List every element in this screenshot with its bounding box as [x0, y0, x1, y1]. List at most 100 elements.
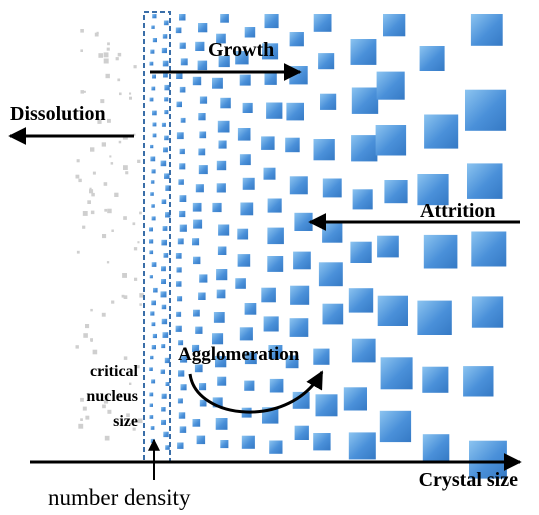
crystal-square	[163, 72, 168, 78]
crystal-square	[351, 135, 378, 162]
crystal-square	[423, 234, 458, 269]
crystal-square	[318, 262, 343, 287]
crystal-square	[315, 394, 338, 417]
crystal-square	[149, 392, 154, 397]
crystal-square	[320, 93, 337, 110]
crystal-square	[152, 14, 157, 19]
nucleus-dot	[133, 247, 138, 251]
nucleus-dot	[137, 241, 140, 244]
crystal-square	[266, 102, 283, 119]
crystal-square	[177, 238, 184, 245]
crystal-square	[164, 84, 170, 91]
crystal-square	[199, 96, 208, 104]
critical-label-line2: nucleus	[86, 388, 138, 405]
crystal-square	[417, 174, 449, 206]
nucleus-dot	[75, 174, 80, 179]
nucleus-dot	[96, 31, 99, 34]
crystal-square	[150, 144, 154, 149]
crystal-square	[217, 120, 230, 133]
crystal-square	[212, 202, 222, 213]
crystal-square	[322, 222, 343, 243]
crystal-square	[343, 387, 367, 411]
crystal-square	[322, 178, 342, 198]
nucleus-dot	[80, 397, 84, 402]
crystal-square	[193, 309, 200, 317]
crystal-square	[242, 102, 253, 113]
nucleus-dot	[107, 118, 111, 123]
crystal-square	[377, 235, 399, 258]
critical-label-line3: size	[113, 413, 138, 430]
crystal-square	[149, 415, 154, 419]
crystal-square	[180, 355, 188, 363]
crystal-square	[161, 393, 167, 399]
nucleus-dot	[80, 29, 84, 33]
crystal-square	[165, 382, 170, 386]
crystal-square	[192, 344, 200, 352]
dissolution-label: Dissolution	[10, 103, 106, 125]
nucleus-dot	[134, 277, 138, 281]
nucleus-dot	[117, 78, 121, 82]
crystal-square	[179, 86, 186, 93]
nucleus-dot	[92, 349, 98, 355]
crystal-square	[267, 256, 284, 272]
crystal-square	[348, 288, 374, 313]
crystal-square	[237, 254, 251, 267]
crystal-square	[216, 183, 226, 193]
crystal-square	[313, 433, 331, 451]
crystal-square	[161, 318, 168, 325]
crystal-square	[377, 295, 408, 326]
crystal-square	[161, 199, 167, 204]
crystal-square	[161, 344, 166, 349]
nucleus-dot	[122, 273, 127, 278]
crystal-square	[264, 72, 277, 85]
crystal-square	[151, 262, 157, 267]
nucleus-dot	[83, 90, 86, 93]
nucleus-dot	[107, 409, 112, 414]
nucleus-dot	[139, 293, 144, 298]
nucleus-dot	[115, 57, 119, 61]
crystal-square	[150, 311, 155, 316]
nucleus-dot	[82, 406, 87, 411]
crystal-square	[294, 425, 309, 440]
crystal-square	[165, 445, 170, 450]
nucleus-dot	[118, 140, 122, 144]
crystal-square	[217, 246, 227, 255]
crystal-square	[198, 113, 206, 121]
crystal-square	[161, 279, 166, 284]
crystal-square	[289, 32, 304, 47]
crystal-square	[177, 296, 183, 302]
crystal-square	[470, 14, 503, 46]
crystal-square	[150, 192, 154, 196]
nucleus-dot	[139, 303, 142, 306]
crystal-square	[164, 135, 169, 141]
crystal-square	[322, 303, 344, 325]
crystal-square	[350, 241, 372, 263]
crystal-square	[285, 137, 300, 153]
crystal-square	[179, 195, 187, 202]
crystal-square	[164, 357, 171, 364]
nucleus-dot	[101, 142, 106, 147]
crystal-square	[384, 180, 408, 204]
crystal-square	[289, 318, 309, 337]
crystal-square	[244, 303, 257, 315]
crystal-square	[151, 169, 156, 174]
crystal-square	[237, 128, 251, 141]
crystal-square	[180, 117, 186, 123]
crystal-square	[149, 275, 153, 279]
crystal-square	[239, 327, 253, 341]
crystal-square	[152, 133, 157, 138]
crystal-square	[290, 285, 310, 305]
crystal-square	[151, 204, 155, 208]
crystal-square	[180, 58, 188, 66]
nucleus-dot	[103, 182, 108, 186]
dissolved-nuclei	[75, 29, 144, 441]
crystal-square	[268, 345, 283, 359]
crystal-square	[149, 97, 154, 102]
nucleus-dot	[89, 189, 94, 194]
crystal-square	[161, 419, 166, 425]
nucleus-dot	[111, 300, 115, 304]
nucleus-dot	[85, 415, 90, 420]
crystal-square	[269, 378, 284, 393]
crystal-square	[244, 380, 255, 391]
crystal-square	[197, 60, 208, 71]
